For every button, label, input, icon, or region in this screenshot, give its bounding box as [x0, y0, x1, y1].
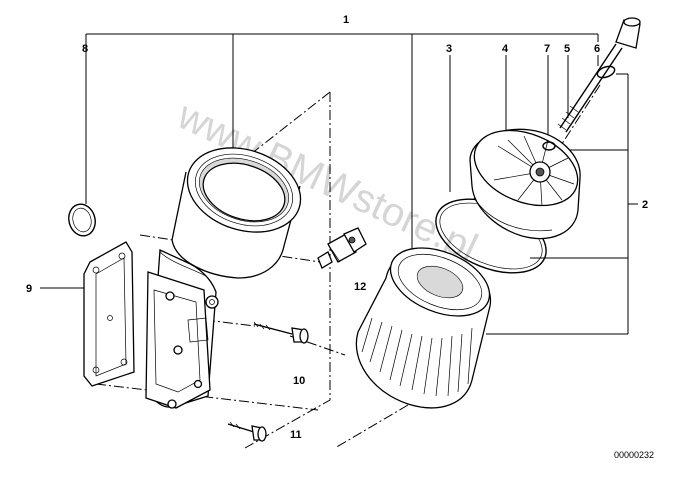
callout-1: 1 — [343, 14, 349, 26]
oil-pressure-switch — [317, 227, 367, 269]
center-bolt — [557, 17, 641, 133]
callout-6: 6 — [594, 43, 600, 55]
leader-lines-item-1 — [85, 33, 599, 265]
callout-4: 4 — [502, 43, 509, 55]
washer — [596, 65, 616, 79]
filter-cover — [469, 128, 581, 240]
bolt-11 — [227, 421, 267, 442]
callout-3: 3 — [446, 43, 452, 55]
callout-11: 11 — [290, 429, 302, 441]
callout-2: 2 — [642, 199, 648, 211]
leader-lines-item-2 — [486, 73, 638, 335]
callout-12: 12 — [354, 281, 366, 293]
callout-10: 10 — [293, 375, 305, 387]
document-number: 00000232 — [614, 450, 654, 460]
small-sealing-ring — [542, 141, 556, 151]
callout-labels: 1 2 3 4 5 6 7 8 9 10 11 12 — [26, 14, 648, 441]
callout-8: 8 — [82, 43, 88, 55]
oil-filter-housing — [145, 147, 302, 409]
filter-element — [355, 247, 492, 409]
bolt-10 — [253, 321, 309, 344]
o-ring — [68, 203, 96, 237]
callout-9: 9 — [26, 283, 32, 295]
gasket — [83, 241, 135, 387]
callout-7: 7 — [544, 43, 550, 55]
callout-5: 5 — [564, 43, 570, 55]
